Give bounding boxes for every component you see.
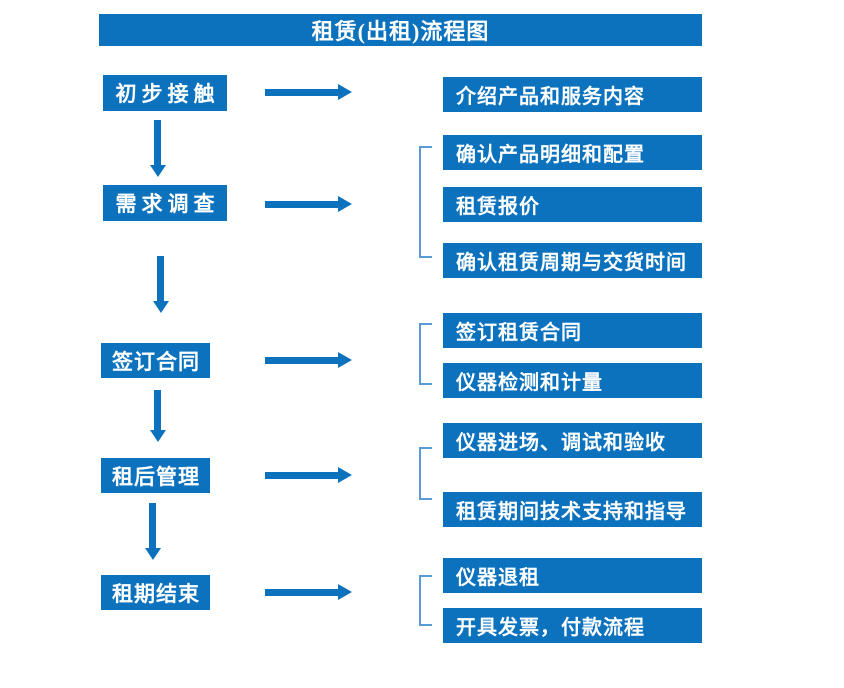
- group-bracket: [419, 447, 432, 500]
- detail-box-rental-quotation: 租赁报价: [443, 187, 702, 222]
- detail-box-instrument-setup-acceptance: 仪器进场、调试和验收: [443, 423, 702, 458]
- detail-box-technical-support: 租赁期间技术支持和指导: [443, 492, 702, 527]
- step-box-demand-survey: 需求调查: [103, 185, 227, 221]
- step-box-rental-end: 租期结束: [101, 575, 210, 610]
- step-box-initial-contact: 初步接触: [103, 75, 227, 111]
- arrow-down-icon: [149, 390, 166, 442]
- flowchart-title-bar: 租赁(出租)流程图: [99, 14, 702, 46]
- arrow-down-icon: [144, 503, 161, 560]
- arrow-right-icon: [265, 352, 352, 368]
- step-box-post-rental-management: 租后管理: [101, 458, 210, 493]
- arrow-down-icon: [149, 120, 166, 177]
- arrow-down-icon: [152, 256, 169, 313]
- detail-box-invoice-payment: 开具发票，付款流程: [443, 608, 702, 643]
- arrow-right-icon: [265, 467, 352, 483]
- detail-box-confirm-period-delivery: 确认租赁周期与交货时间: [443, 243, 702, 278]
- group-bracket: [419, 323, 432, 385]
- group-bracket: [419, 146, 432, 258]
- group-bracket: [419, 575, 432, 626]
- detail-box-instrument-testing: 仪器检测和计量: [443, 363, 702, 398]
- arrow-right-icon: [265, 84, 352, 100]
- detail-box-confirm-product-details: 确认产品明细和配置: [443, 135, 702, 170]
- detail-box-introduce-products-services: 介绍产品和服务内容: [443, 77, 702, 112]
- detail-box-sign-rental-contract: 签订租赁合同: [443, 313, 702, 348]
- detail-box-instrument-return: 仪器退租: [443, 558, 702, 593]
- flowchart-title: 租赁(出租)流程图: [311, 19, 490, 44]
- arrow-right-icon: [265, 584, 352, 600]
- step-box-sign-contract: 签订合同: [101, 343, 210, 378]
- arrow-right-icon: [265, 196, 352, 212]
